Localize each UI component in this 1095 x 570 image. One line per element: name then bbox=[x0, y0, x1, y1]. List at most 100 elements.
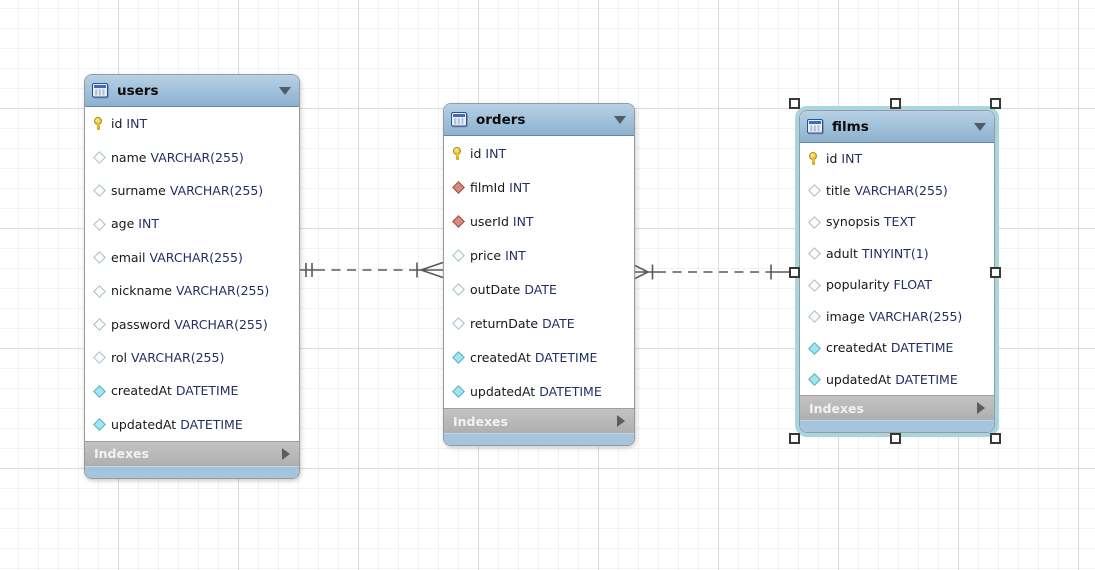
selection-handle-top-center[interactable] bbox=[890, 98, 901, 109]
primary-key-icon bbox=[451, 146, 465, 160]
column-type: DATETIME bbox=[534, 349, 598, 365]
table-header[interactable]: users bbox=[85, 75, 299, 107]
column-name: rol bbox=[111, 349, 127, 365]
primary-key-icon bbox=[807, 152, 821, 166]
collapse-arrow-icon[interactable] bbox=[279, 86, 291, 95]
indexes-label: Indexes bbox=[94, 446, 149, 462]
selection-handle-bottom-center[interactable] bbox=[890, 433, 901, 444]
selection-handle-bottom-left[interactable] bbox=[789, 433, 800, 444]
column-type: DATE bbox=[542, 315, 575, 331]
column-type: INT bbox=[485, 145, 507, 161]
column-type: VARCHAR(255) bbox=[174, 316, 268, 332]
selection-handle-bottom-right[interactable] bbox=[990, 433, 1001, 444]
column-name: email bbox=[111, 249, 146, 265]
expand-arrow-icon[interactable] bbox=[282, 447, 290, 460]
nullable-diamond-icon bbox=[807, 247, 821, 260]
column-name: updatedAt bbox=[826, 371, 892, 387]
table-footer bbox=[444, 433, 634, 445]
column-type: TINYINT(1) bbox=[861, 245, 929, 261]
table-header[interactable]: films bbox=[800, 111, 994, 143]
table-footer bbox=[800, 420, 994, 432]
indexes-label: Indexes bbox=[453, 413, 508, 429]
one-cardinality-marker bbox=[298, 263, 316, 277]
selection-handle-mid-left[interactable] bbox=[789, 267, 800, 278]
expand-arrow-icon[interactable] bbox=[977, 402, 985, 414]
column-type: VARCHAR(255) bbox=[175, 283, 270, 299]
column-type: INT bbox=[126, 116, 148, 132]
column-name: surname bbox=[111, 182, 166, 198]
collapse-arrow-icon[interactable] bbox=[974, 122, 986, 131]
relationship-users-orders[interactable] bbox=[298, 261, 444, 279]
indexes-row[interactable]: Indexes bbox=[85, 440, 299, 466]
column-name: createdAt bbox=[826, 340, 887, 356]
nullable-diamond-icon bbox=[451, 283, 465, 296]
column-name: name bbox=[111, 149, 147, 165]
indexes-row[interactable]: Indexes bbox=[800, 395, 994, 420]
table-header[interactable]: orders bbox=[444, 104, 634, 136]
column-name: nickname bbox=[111, 283, 172, 299]
notnull-diamond-icon bbox=[807, 373, 821, 386]
nullable-diamond-icon bbox=[807, 310, 821, 323]
column-type: INT bbox=[505, 247, 526, 263]
nullable-diamond-icon bbox=[92, 151, 106, 164]
selection-handle-top-right[interactable] bbox=[990, 98, 1001, 109]
column-type: INT bbox=[512, 213, 534, 229]
indexes-row[interactable]: Indexes bbox=[444, 408, 634, 433]
column-type: INT bbox=[841, 151, 863, 167]
nullable-diamond-icon bbox=[92, 217, 106, 230]
nullable-diamond-icon bbox=[807, 215, 821, 228]
column-name: title bbox=[826, 182, 851, 198]
column-type: DATETIME bbox=[180, 416, 243, 432]
column-name: createdAt bbox=[470, 349, 531, 365]
foreign-key-diamond-icon bbox=[451, 181, 465, 194]
column-type: DATETIME bbox=[175, 383, 239, 399]
notnull-diamond-icon bbox=[451, 385, 465, 398]
selection-handle-top-left[interactable] bbox=[789, 98, 800, 109]
column-name: returnDate bbox=[470, 315, 539, 331]
column-name: id bbox=[470, 145, 482, 161]
nullable-diamond-icon bbox=[451, 249, 465, 262]
column-type: VARCHAR(255) bbox=[150, 149, 244, 165]
relationship-orders-films[interactable] bbox=[632, 263, 795, 281]
table-title: films bbox=[832, 118, 869, 135]
collapse-arrow-icon[interactable] bbox=[614, 115, 626, 124]
selection-handle-mid-right[interactable] bbox=[990, 267, 1001, 278]
expand-arrow-icon[interactable] bbox=[617, 415, 625, 427]
column-name: updatedAt bbox=[111, 416, 177, 432]
table-footer bbox=[85, 465, 299, 478]
column-type: INT bbox=[509, 179, 530, 195]
nullable-diamond-icon bbox=[92, 184, 106, 197]
